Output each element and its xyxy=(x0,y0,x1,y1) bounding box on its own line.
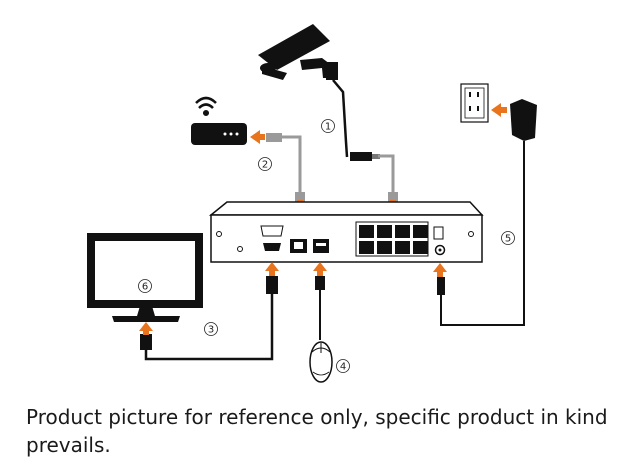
label-hdmi-cable: 3 xyxy=(204,322,218,336)
label-mouse: 4 xyxy=(336,359,350,373)
power-adapter xyxy=(510,99,537,141)
label-monitor: 6 xyxy=(138,279,152,293)
hdmi-cable xyxy=(144,294,274,361)
usb-arrow xyxy=(313,262,327,271)
power-cable xyxy=(440,141,525,326)
label-power: 5 xyxy=(501,231,515,245)
power-arrow xyxy=(433,263,447,272)
svg-text:5: 5 xyxy=(505,234,511,245)
mouse xyxy=(309,341,333,383)
router-cable xyxy=(282,135,302,200)
router xyxy=(191,123,247,145)
wall-outlet xyxy=(460,83,489,123)
camera-network-plug xyxy=(350,152,380,161)
svg-text:3: 3 xyxy=(208,325,214,336)
poe-cable xyxy=(378,154,395,200)
caption-text: Product picture for reference only, spec… xyxy=(26,405,608,457)
svg-text:2: 2 xyxy=(262,160,268,171)
hdmi-arrow-nvr xyxy=(265,262,279,271)
nvr-recorder xyxy=(208,201,484,263)
label-camera: 1 xyxy=(321,119,335,133)
camera-cable xyxy=(332,79,349,158)
outlet-arrow xyxy=(491,103,501,117)
svg-text:6: 6 xyxy=(142,282,148,293)
security-camera xyxy=(258,24,338,80)
hdmi-arrow-monitor xyxy=(139,322,153,331)
svg-text:1: 1 xyxy=(325,122,331,133)
label-router: 2 xyxy=(258,157,272,171)
svg-text:4: 4 xyxy=(340,362,346,373)
router-arrow xyxy=(250,130,260,144)
connection-diagram: 1 2 xyxy=(87,24,537,383)
wifi-icon xyxy=(195,96,217,117)
